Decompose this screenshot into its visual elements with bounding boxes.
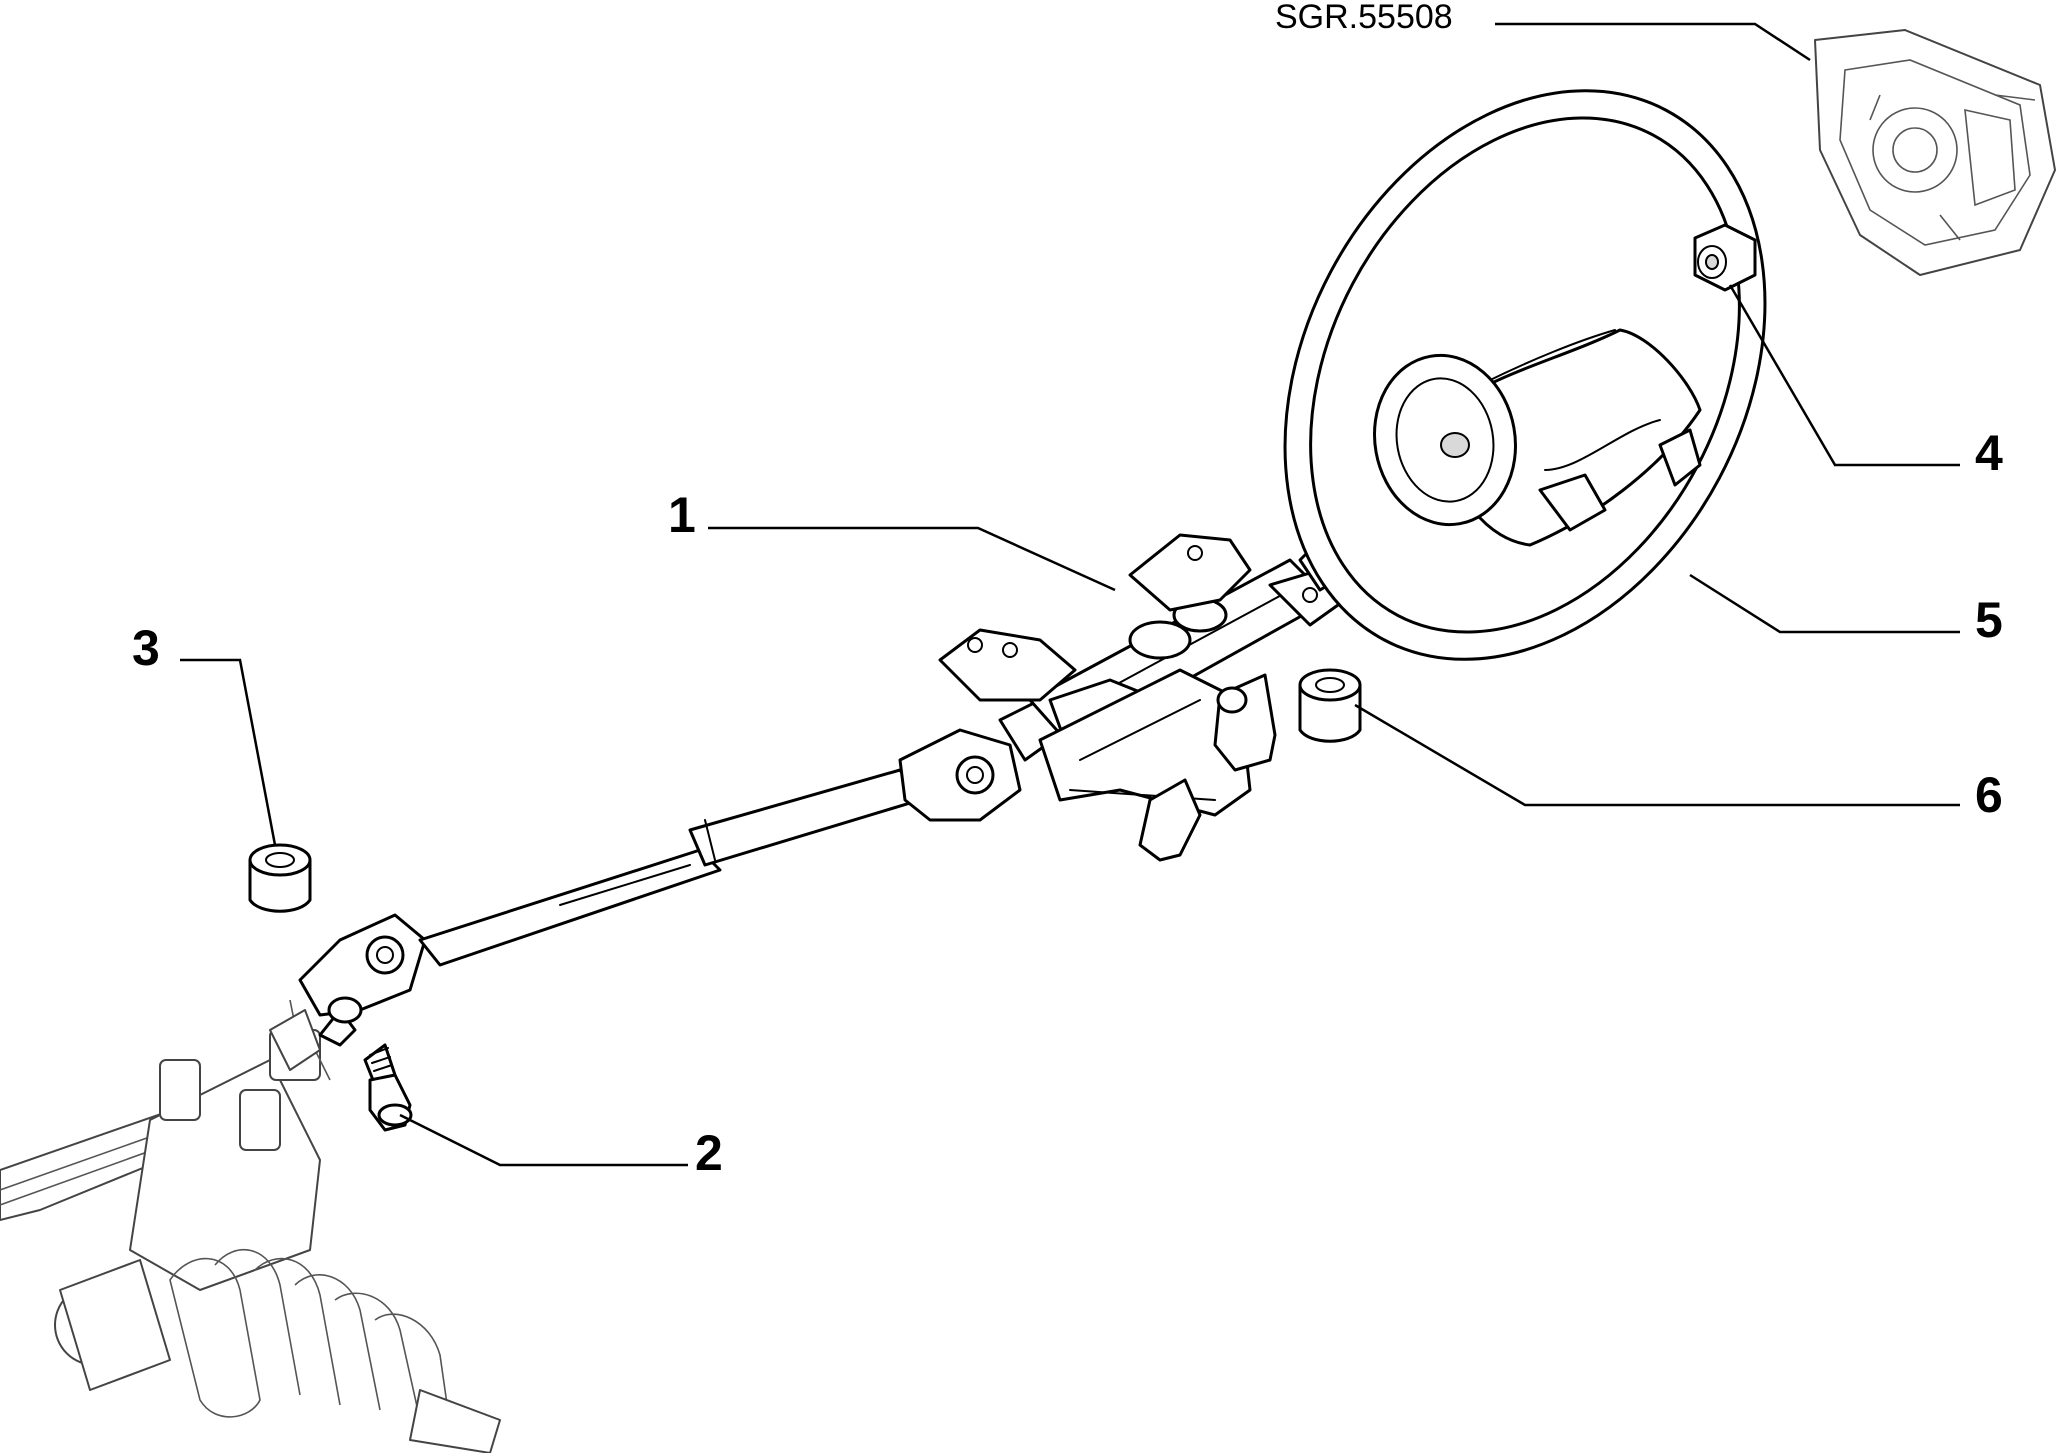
callout-3: 3 xyxy=(132,620,160,676)
callout-4: 4 xyxy=(1975,425,2003,481)
bushing-part-3 xyxy=(248,843,312,913)
nut-part-4 xyxy=(1693,223,1757,292)
callout-5: 5 xyxy=(1975,592,2003,648)
leader-6 xyxy=(1354,703,1960,807)
reference-code: SGR.55508 xyxy=(1275,0,1453,36)
airbag-module-inset xyxy=(1814,29,2056,276)
leader-5 xyxy=(1689,573,1960,634)
steering-column xyxy=(298,478,1382,1047)
callout-6: 6 xyxy=(1975,767,2003,823)
steering-rack-ghost xyxy=(0,999,501,1453)
bushing-part-6 xyxy=(1298,668,1362,743)
reference-leader xyxy=(1495,22,1811,62)
leader-1 xyxy=(708,526,1116,592)
leader-4 xyxy=(1728,284,1960,467)
callout-2: 2 xyxy=(695,1125,723,1181)
leader-3 xyxy=(180,658,277,846)
leader-2 xyxy=(399,1113,688,1167)
steering-wheel xyxy=(1283,89,1767,661)
callout-1: 1 xyxy=(668,487,696,543)
